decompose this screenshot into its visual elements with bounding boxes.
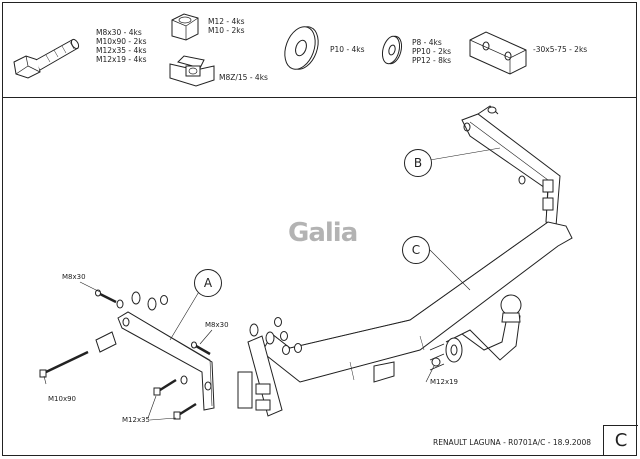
sheet-letter: C — [603, 425, 638, 455]
nut-spec-label: M12 - 4ks M10 - 2ks — [208, 17, 245, 35]
tow-ball — [429, 294, 522, 371]
m8x30-top-label: M8x30 — [62, 273, 86, 281]
crossbar-c — [261, 221, 573, 383]
m12x35-label: M12x35 — [122, 416, 150, 424]
m10x90-label: M10x90 — [48, 395, 76, 403]
callout-c: C — [402, 236, 430, 264]
m8x30-mid-label: M8x30 — [205, 321, 229, 329]
callout-a: A — [194, 269, 222, 297]
large-washer-icon — [284, 26, 319, 70]
cage-nut-spec-label: M8Z/15 - 4ks — [219, 73, 268, 82]
galia-logo: Galia — [288, 218, 358, 248]
bolt-icon — [13, 38, 80, 79]
callout-b: B — [404, 149, 432, 177]
bracket-b — [461, 105, 561, 227]
plate-spec-label: -30x5-75 - 2ks — [533, 45, 588, 54]
small-washer-icon — [381, 35, 403, 65]
leader-lines — [43, 147, 501, 421]
cage-nut-icon — [169, 55, 215, 87]
bracket-a — [117, 311, 215, 411]
plate-icon — [469, 31, 527, 75]
left-plates — [237, 335, 283, 417]
fasteners-left — [39, 289, 302, 420]
large-washer-spec-label: P10 - 4ks — [330, 45, 365, 54]
bolt-spec-label: M8x30 - 4ks M10x90 - 2ks M12x35 - 4ks M1… — [96, 28, 147, 64]
small-washer-spec-label: P8 - 4ks PP10 - 2ks PP12 - 8ks — [412, 38, 452, 65]
m12x19-label: M12x19 — [430, 378, 458, 386]
title-block-text: RENAULT LAGUNA - R0701A/C - 18.9.2008 — [433, 438, 591, 447]
nut-icon — [171, 13, 199, 41]
